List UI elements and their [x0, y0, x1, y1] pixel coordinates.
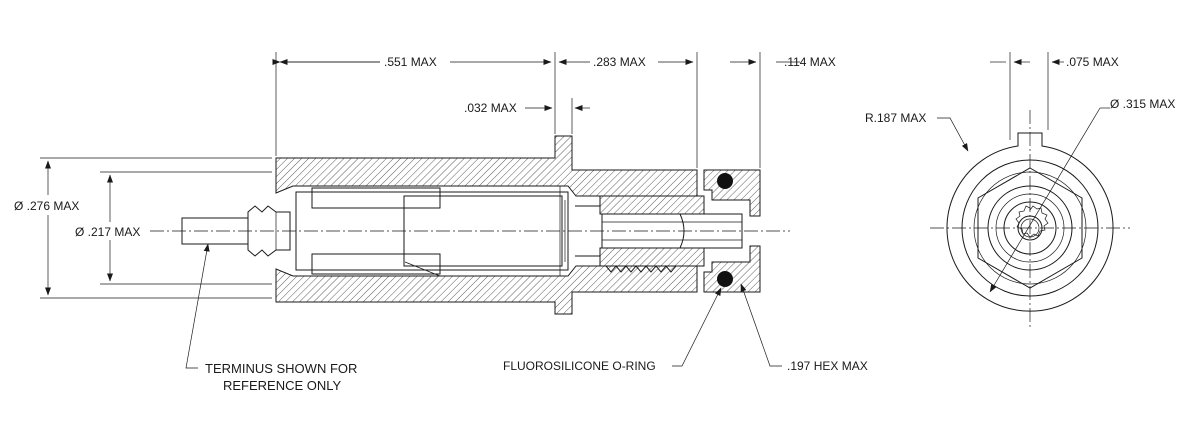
hex-callout: .197 HEX MAX	[787, 359, 868, 373]
terminus-collar	[247, 205, 291, 257]
end-view-hex	[977, 167, 1083, 289]
contact-pin	[601, 213, 743, 249]
callouts: TERMINUS SHOWN FOR REFERENCE ONLY FLUORO…	[185, 243, 868, 393]
terminus-callout-line1: TERMINUS SHOWN FOR	[205, 361, 357, 376]
oring-top	[717, 173, 733, 189]
terminus-callout-line2: REFERENCE ONLY	[223, 378, 342, 393]
side-dimensions: .551 MAX .283 MAX .114 MAX .032 MAX Ø .2…	[14, 52, 836, 299]
end-view-knurl	[1015, 205, 1049, 238]
end-view-bore	[1017, 215, 1043, 241]
oring-bottom	[717, 271, 733, 287]
oring-callout: FLUOROSILICONE O-RING	[503, 359, 656, 373]
inner-sleeve	[311, 187, 441, 209]
inner-sleeve-bottom	[311, 253, 441, 275]
threaded-insert-top	[599, 195, 705, 215]
thread-teeth	[605, 265, 677, 273]
dim-075-label: .075 MAX	[1066, 55, 1119, 69]
threaded-insert-bottom	[599, 247, 705, 267]
dim-276-label: Ø .276 MAX	[14, 199, 79, 213]
end-view	[930, 110, 1130, 330]
end-view-dimensions: .075 MAX R.187 MAX Ø .315 MAX	[865, 52, 1175, 293]
hex-nut-bottom	[703, 245, 761, 293]
dim-217-label: Ø .217 MAX	[75, 225, 140, 239]
terminus-barrel	[403, 195, 563, 267]
dim-r187-label: R.187 MAX	[865, 111, 926, 125]
end-view-body	[961, 159, 1099, 297]
inner-body	[295, 191, 569, 271]
shell-top-wall	[275, 135, 698, 197]
hex-nut-top	[703, 169, 761, 217]
dim-315-label: Ø .315 MAX	[1110, 97, 1175, 111]
side-section-view	[150, 135, 790, 315]
dim-551-label: .551 MAX	[384, 55, 437, 69]
dim-114-label: .114 MAX	[784, 55, 836, 69]
end-view-flange	[946, 132, 1114, 312]
shell-bottom-wall	[275, 265, 698, 315]
dim-032-label: .032 MAX	[464, 101, 517, 115]
dim-283-label: .283 MAX	[593, 55, 646, 69]
